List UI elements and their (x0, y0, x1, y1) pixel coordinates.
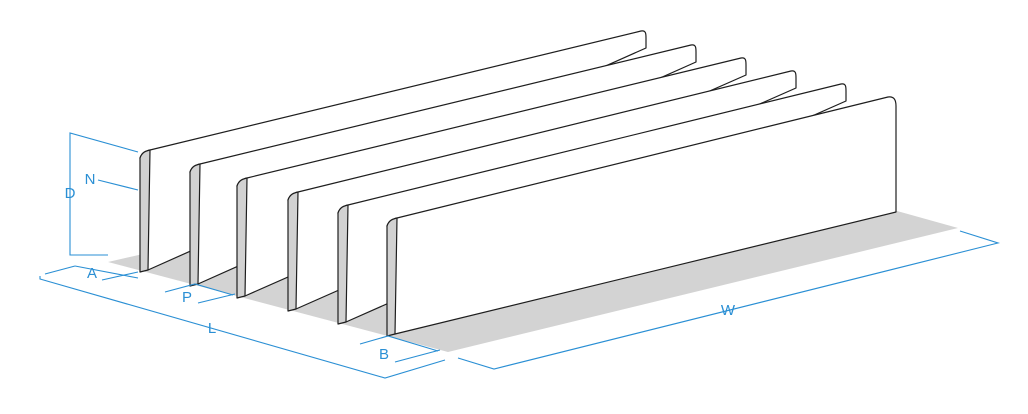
dimension-n-label: N (85, 171, 96, 188)
dimension-d: D (65, 132, 139, 256)
dimension-n: N (85, 171, 139, 191)
dimension-p: P (164, 283, 236, 306)
dimension-l: L (39, 276, 446, 379)
dimension-p-label: P (182, 289, 192, 306)
dimension-b: B (359, 335, 441, 363)
dimension-d-label: D (65, 185, 76, 202)
dimension-w: W (457, 230, 1001, 370)
dimension-a-label: A (87, 265, 97, 282)
dimension-a: A (44, 265, 139, 282)
dimension-b-label: B (379, 346, 389, 363)
dimension-w-label: W (721, 302, 736, 319)
fin-6 (386, 96, 897, 337)
dimension-l-label: L (208, 320, 216, 337)
